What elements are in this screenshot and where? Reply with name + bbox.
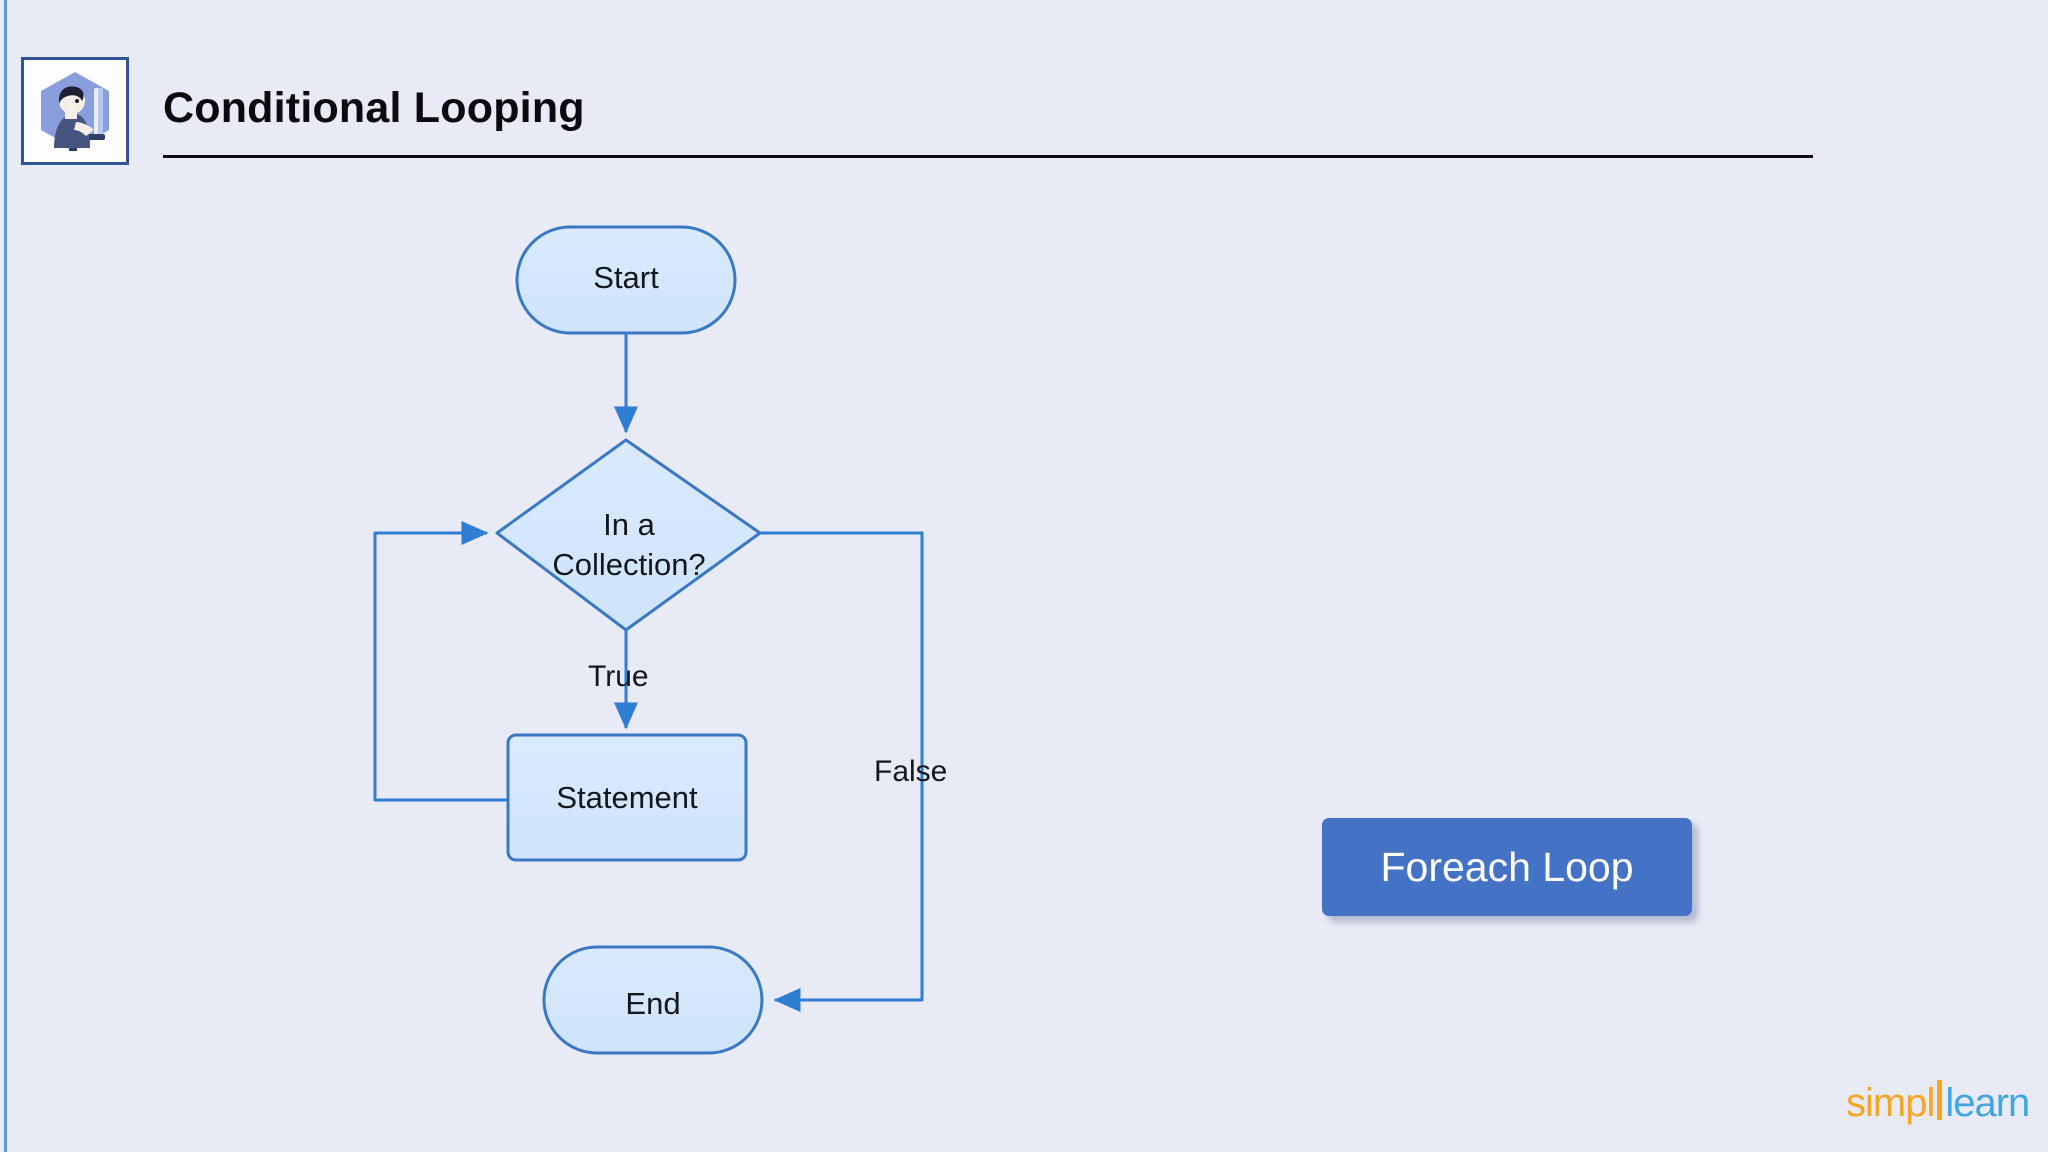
flow-node-decision[interactable] [495, 438, 762, 632]
logo-text-simpl: simpl [1846, 1081, 1935, 1125]
person-at-computer-icon [21, 57, 129, 165]
flow-node-start[interactable] [515, 225, 737, 335]
foreach-loop-button[interactable]: Foreach Loop [1322, 818, 1692, 916]
page-title: Conditional Looping [163, 84, 585, 132]
flow-node-end[interactable] [542, 945, 764, 1055]
person-at-computer-icon-svg [41, 72, 109, 151]
left-edge-accent-rule [4, 0, 7, 1152]
edge-label-true: True [588, 660, 649, 693]
edge-statement-loop-back [373, 521, 508, 802]
simplilearn-logo: simpl learn [1846, 1076, 2030, 1125]
edge-decision-to-end [760, 531, 924, 1012]
logo-text-learn: learn [1945, 1081, 2030, 1125]
logo-divider-bar [1937, 1080, 1943, 1120]
title-underline [163, 155, 1813, 158]
edge-label-false: False [874, 755, 948, 788]
flow-node-statement[interactable] [506, 733, 748, 862]
